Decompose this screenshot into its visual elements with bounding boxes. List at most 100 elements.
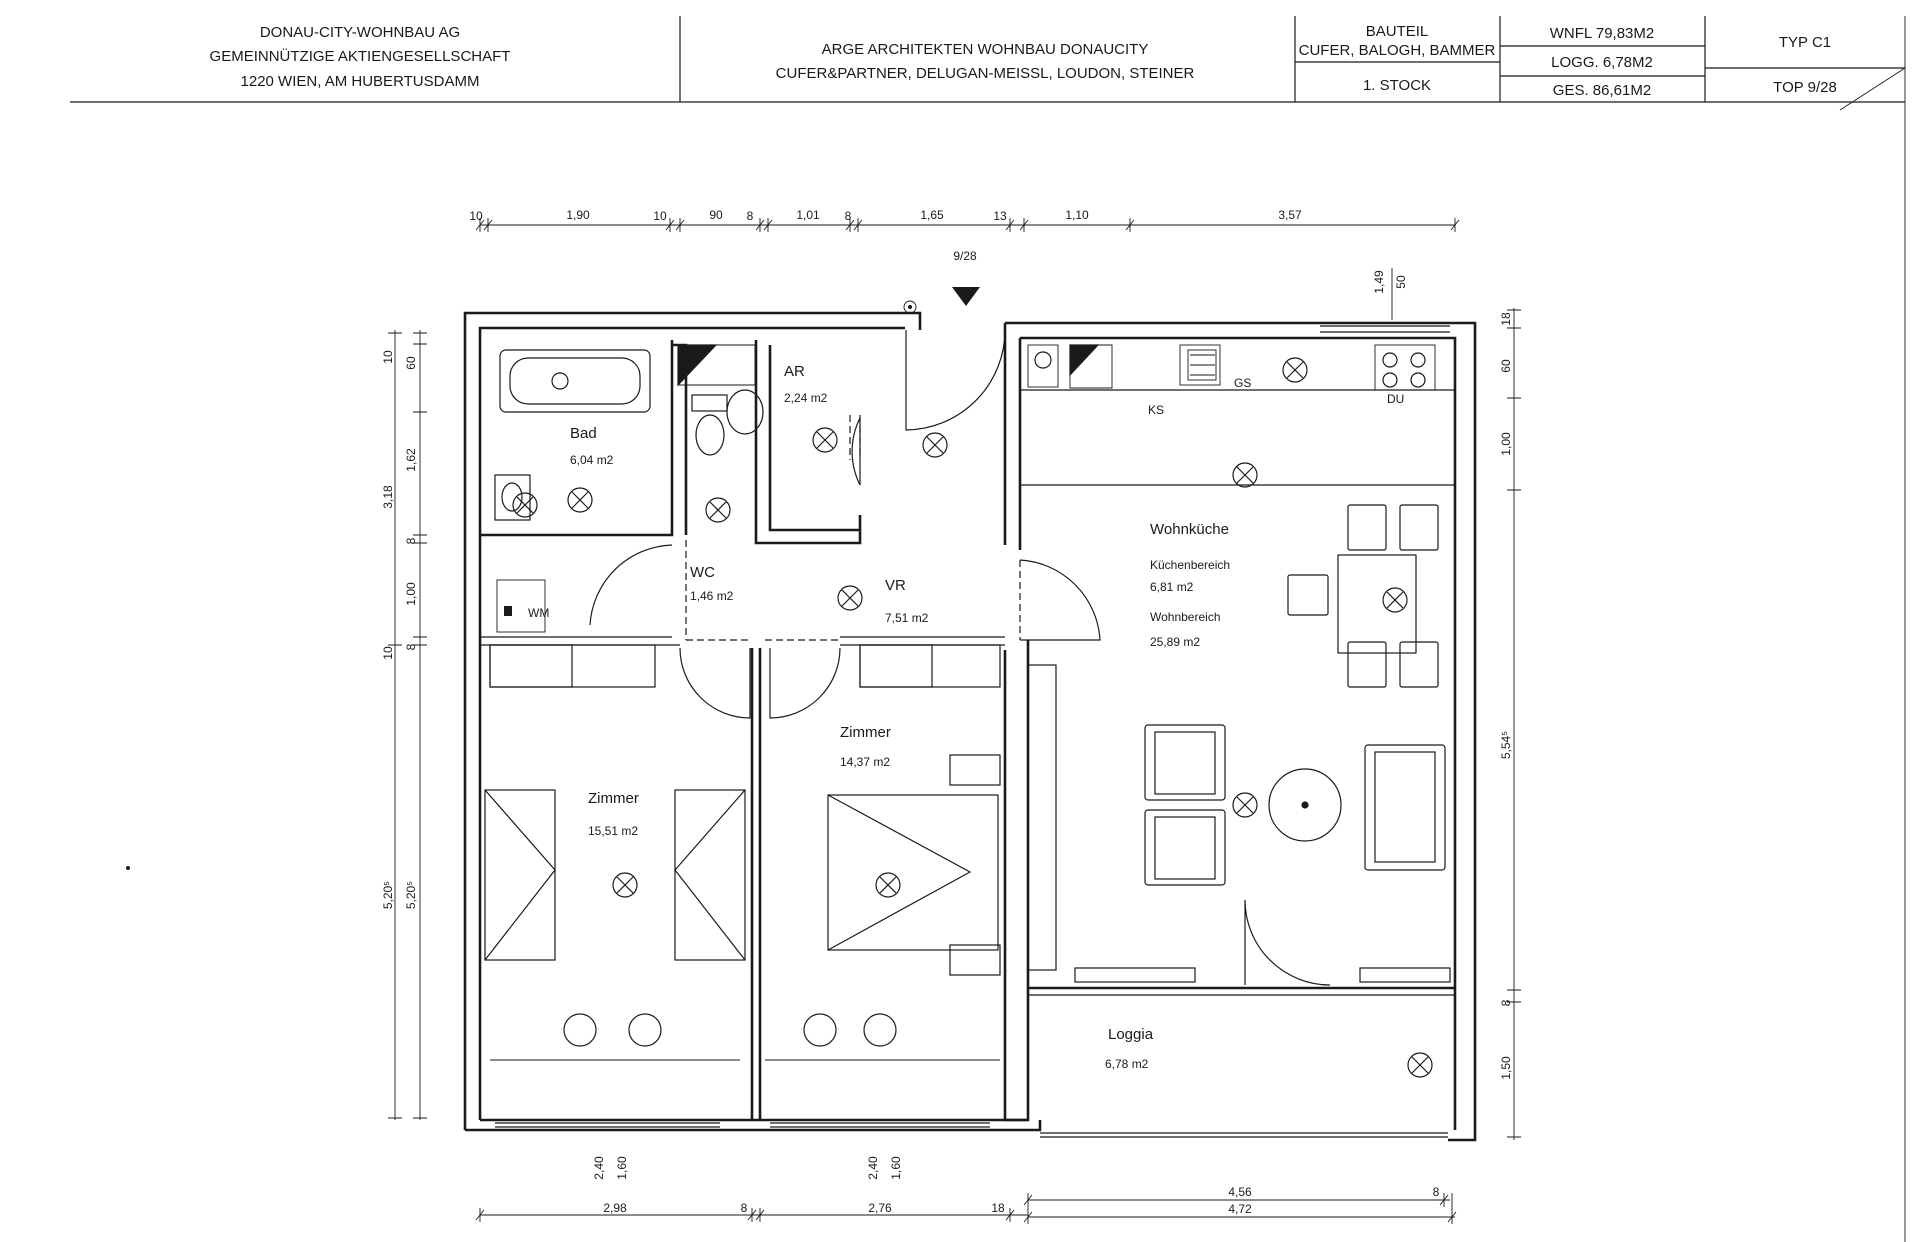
dim-left-inner-8: 5,20⁵: [404, 881, 418, 909]
logg-value: LOGG. 6,78M2: [1551, 54, 1653, 71]
room-wohnbereich-label: Wohnbereich: [1150, 610, 1221, 624]
double-bed-icon: [827, 794, 999, 951]
room-wc-area: 1,46 m2: [690, 589, 734, 603]
coffee-table-icon: [1268, 768, 1342, 842]
dim-window-2b: 1,60: [889, 1156, 903, 1180]
dim-bottom-2: 8: [741, 1201, 748, 1215]
light-icon: [1407, 1052, 1433, 1078]
dim-top-7: 8: [845, 209, 852, 223]
room-loggia-area: 6,78 m2: [1105, 1057, 1149, 1071]
stove-icon: [1374, 344, 1436, 391]
ges-value: GES. 86,61M2: [1553, 82, 1651, 99]
fixture-ks-label: KS: [1148, 403, 1164, 417]
dim-left-inner-1: 10: [381, 350, 395, 364]
dim-bottom-1: 2,98: [603, 1201, 627, 1215]
dim-bottom-7: 4,72: [1228, 1202, 1252, 1216]
fixtures: [484, 344, 1451, 1061]
dim-top-1: 10: [469, 209, 483, 223]
dim-right-6: 1,50: [1499, 1056, 1513, 1080]
room-kuechenbereich-area: 6,81 m2: [1150, 580, 1194, 594]
dim-left-inner-6: 10: [381, 646, 395, 660]
room-zimmer2-area: 14,37 m2: [840, 755, 890, 769]
light-icon: [567, 487, 593, 513]
dim-window-1b: 1,60: [615, 1156, 629, 1180]
room-zimmer1-name: Zimmer: [588, 790, 639, 807]
dim-left-outer-2: 5,20⁵: [381, 881, 395, 909]
room-bad-name: Bad: [570, 425, 597, 442]
dim-left-inner-2: 60: [404, 356, 418, 370]
dim-top-right-1: 1,49: [1372, 270, 1386, 294]
light-icon: [837, 585, 863, 611]
room-bad-area: 6,04 m2: [570, 453, 614, 467]
washing-machine-box: [496, 579, 546, 633]
wnfl-value: WNFL 79,83M2: [1550, 25, 1654, 42]
dim-bottom-3: 2,76: [868, 1201, 892, 1215]
ceiling-lights: [512, 357, 1433, 1078]
dim-left-outer-1: 3,18: [381, 485, 395, 509]
light-icon: [612, 872, 638, 898]
door-swings: [589, 329, 1331, 986]
stock-label: 1. STOCK: [1363, 77, 1431, 94]
dimension-chain-top: 10 1,90 10 90 8 1,01 8 1,65 13 1,10 3,57…: [469, 208, 1460, 320]
dim-bottom-5: 4,56: [1228, 1185, 1252, 1199]
room-zimmer2-name: Zimmer: [840, 724, 891, 741]
architects-line-2: CUFER&PARTNER, DELUGAN-MEISSL, LOUDON, S…: [776, 65, 1195, 82]
top-value: TOP 9/28: [1773, 79, 1837, 96]
stray-dot: [126, 866, 130, 870]
dim-left-inner-3: 1,62: [404, 448, 418, 472]
room-kuechenbereich-label: Küchenbereich: [1150, 558, 1230, 572]
bauteil-value: CUFER, BALOGH, BAMMER: [1299, 42, 1496, 59]
dim-top-5: 8: [747, 209, 754, 223]
fixture-wm-label: WM: [528, 606, 549, 620]
dim-left-inner-7: 8: [404, 643, 418, 650]
walls: [463, 311, 1477, 1142]
room-wc-name: WC: [690, 564, 715, 581]
dim-top-8: 1,65: [920, 208, 944, 222]
dim-right-4: 5,54⁵: [1499, 731, 1513, 759]
boiler-icon: [1034, 351, 1052, 369]
dim-left-inner-4: 8: [404, 537, 418, 544]
room-ar-area: 2,24 m2: [784, 391, 828, 405]
light-icon: [1232, 792, 1258, 818]
room-labels: Bad 6,04 m2 AR 2,24 m2 WC 1,46 m2 VR 7,5…: [504, 363, 1404, 1071]
entrance-arrow-icon: [952, 287, 980, 306]
room-wohnkueche-name: Wohnküche: [1150, 521, 1229, 538]
light-icon: [1282, 357, 1308, 383]
bathtub-icon: [499, 349, 651, 413]
client-line-3: 1220 WIEN, AM HUBERTUSDAMM: [241, 73, 480, 90]
client-line-1: DONAU-CITY-WOHNBAU AG: [260, 24, 460, 41]
dimension-chain-left: 3,18 5,20⁵ 10 60 1,62 8 1,00 10 8 5,20⁵: [381, 330, 427, 1120]
room-vr-area: 7,51 m2: [885, 611, 929, 625]
dim-top-11: 3,57: [1278, 208, 1302, 222]
light-icon: [922, 432, 948, 458]
sink-icon: [494, 474, 531, 521]
dim-top-6: 1,01: [796, 208, 820, 222]
room-zimmer1-area: 15,51 m2: [588, 824, 638, 838]
client-line-2: GEMEINNÜTZIGE AKTIENGESELLSCHAFT: [210, 47, 511, 65]
dim-top-3: 10: [653, 209, 667, 223]
dim-right-2: 60: [1499, 359, 1513, 373]
title-block: DONAU-CITY-WOHNBAU AG GEMEINNÜTZIGE AKTI…: [70, 16, 1906, 1242]
architects-line-1: ARGE ARCHITEKTEN WOHNBAU DONAUCITY: [822, 41, 1149, 58]
dim-bottom-4: 18: [991, 1201, 1005, 1215]
entrance-marker: 9/28: [903, 249, 980, 314]
dim-window-1a: 2,40: [592, 1156, 606, 1180]
toilet-icon: [691, 394, 728, 412]
dim-bottom-6: 8: [1433, 1185, 1440, 1199]
light-icon: [812, 427, 838, 453]
bed-right-icon: [674, 789, 746, 961]
bed-left-icon: [484, 789, 556, 961]
dim-top-9: 13: [993, 209, 1007, 223]
dimension-chain-bottom: 2,98 8 2,76 18 4,56 8 4,72 2,40 1,60 2,4…: [475, 1156, 1457, 1224]
light-icon: [875, 872, 901, 898]
dim-left-inner-5: 1,00: [404, 582, 418, 606]
light-icon: [705, 497, 731, 523]
dim-right-3: 1,00: [1499, 432, 1513, 456]
room-vr-name: VR: [885, 577, 906, 594]
shaft-icon: [677, 344, 718, 387]
dim-top-4: 90: [709, 208, 723, 222]
dining-table: [1337, 554, 1417, 654]
room-ar-name: AR: [784, 363, 805, 380]
entrance-label: 9/28: [953, 249, 977, 263]
